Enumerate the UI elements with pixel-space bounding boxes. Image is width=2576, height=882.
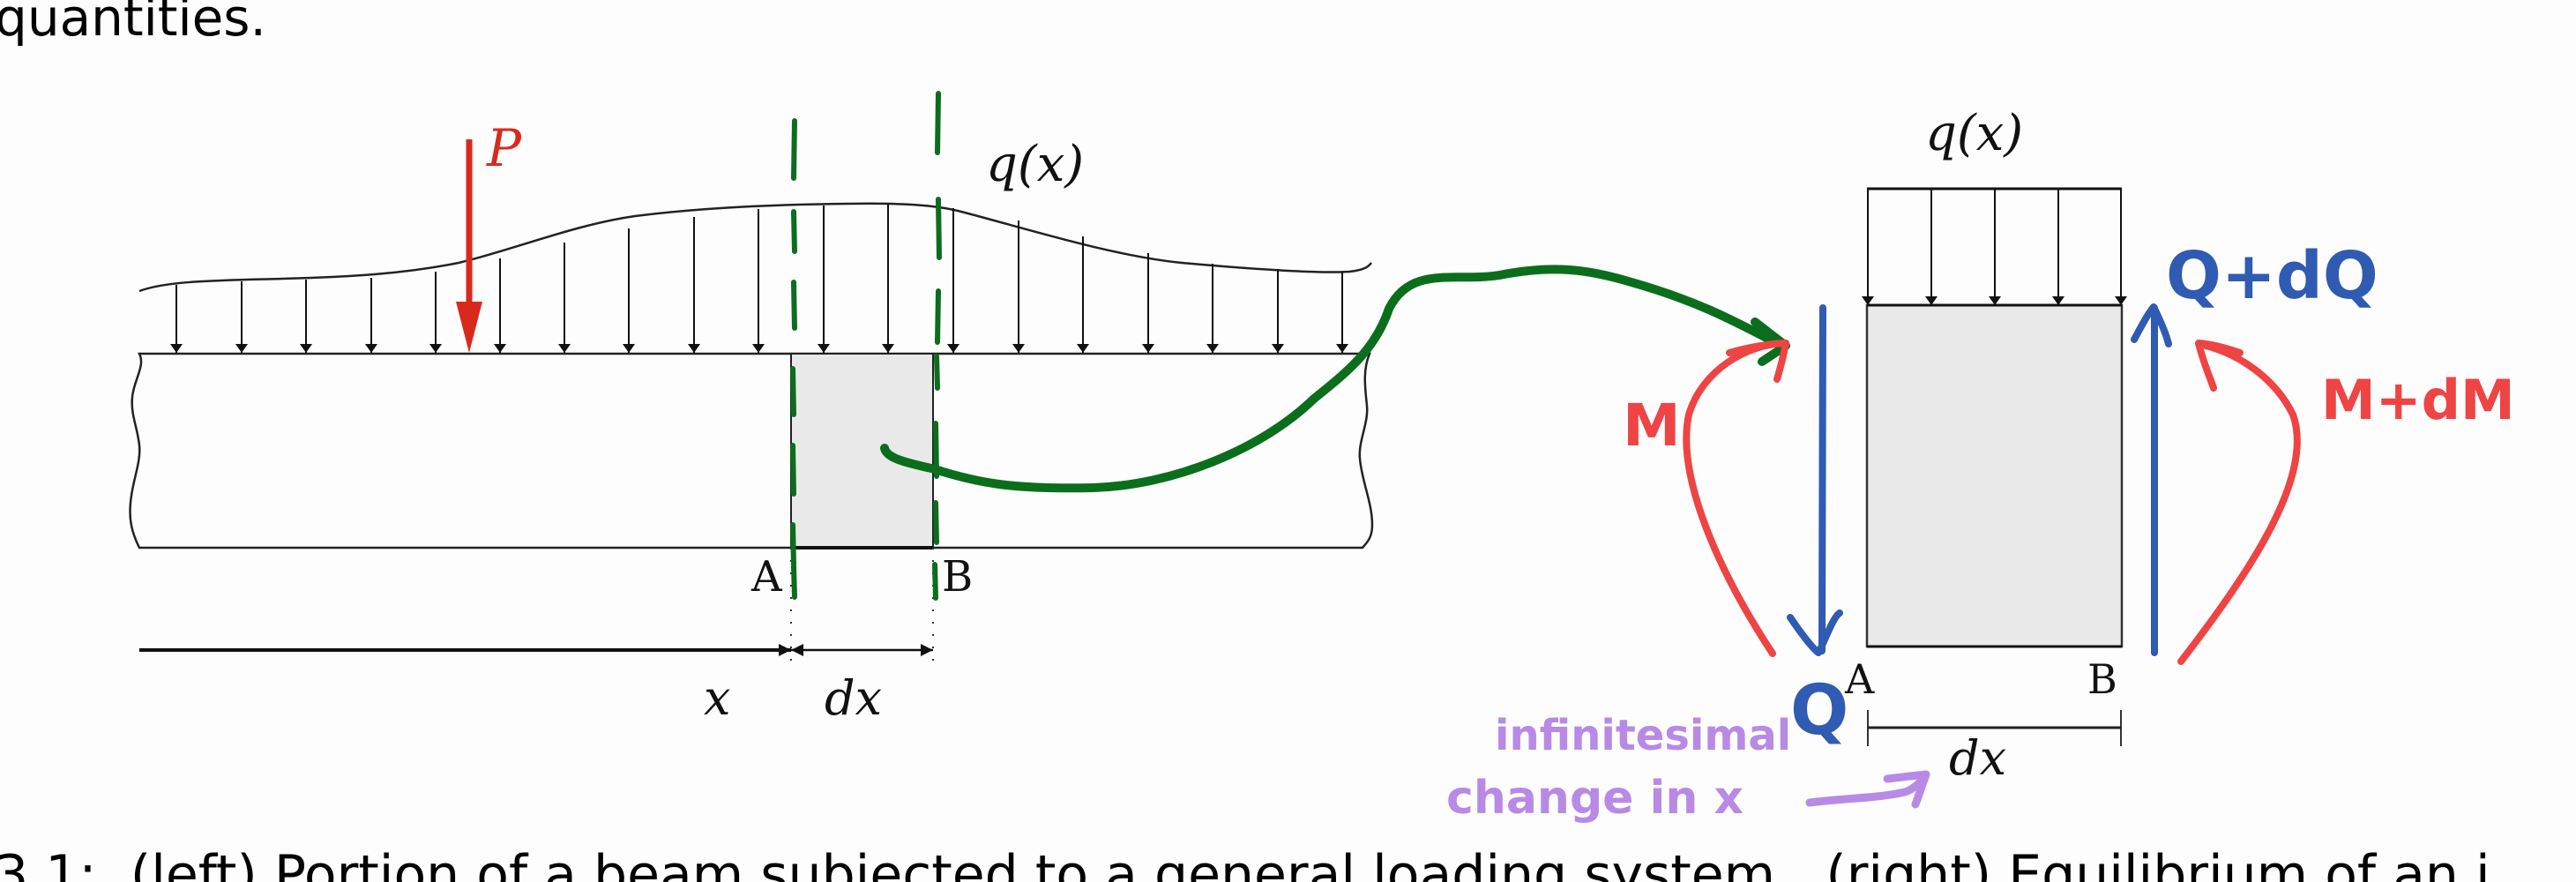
fbd-distributed-load-label: q(x) — [1925, 105, 2023, 162]
fbd-dx-label: dx — [1949, 730, 2006, 786]
fbd-load-arrows — [1862, 189, 2127, 305]
section-a-label: A — [750, 552, 783, 602]
position-x-label: x — [704, 670, 730, 726]
figure-caption: 3.1: (left) Portion of a beam subjected … — [0, 844, 2490, 882]
shear-right-label: Q+dQ — [2166, 238, 2378, 314]
section-b-label: B — [942, 552, 973, 602]
fbd-element — [1865, 303, 2124, 648]
note-arrow — [1805, 770, 1930, 809]
distributed-load-arrows — [170, 204, 1348, 353]
moment-left-label: M — [1623, 392, 1681, 460]
shear-left-arrow — [1818, 304, 1826, 654]
point-load-label: P — [486, 118, 522, 178]
distributed-load-curve — [138, 202, 1372, 293]
beam-element-dx — [790, 353, 934, 549]
fbd-section-b-label: B — [2087, 655, 2117, 703]
left-beam-diagram: P q(x) A B x dx — [129, 118, 1374, 726]
element-dx-label: dx — [825, 670, 882, 726]
body-text-fragment: quantities. — [0, 0, 266, 48]
moment-right-arrow — [2177, 340, 2301, 665]
handwritten-note: infinitesimal change in x — [1446, 711, 1930, 825]
moment-left-arrow — [1683, 340, 1789, 657]
point-load-arrowhead — [456, 302, 482, 353]
section-cut-lines — [790, 91, 942, 601]
note-line-2: change in x — [1446, 772, 1743, 825]
beam-body — [129, 352, 1374, 549]
note-line-1: infinitesimal — [1495, 711, 1791, 760]
element-callout-arrow — [880, 265, 1786, 493]
distributed-load-label: q(x) — [986, 136, 1084, 193]
fbd-section-a-label: A — [1844, 655, 1875, 703]
free-body-diagram: q(x) A B dx Q Q+dQ M — [1623, 105, 2515, 786]
shear-left-label: Q — [1790, 671, 1848, 751]
moment-right-label: M+dM — [2321, 368, 2515, 432]
